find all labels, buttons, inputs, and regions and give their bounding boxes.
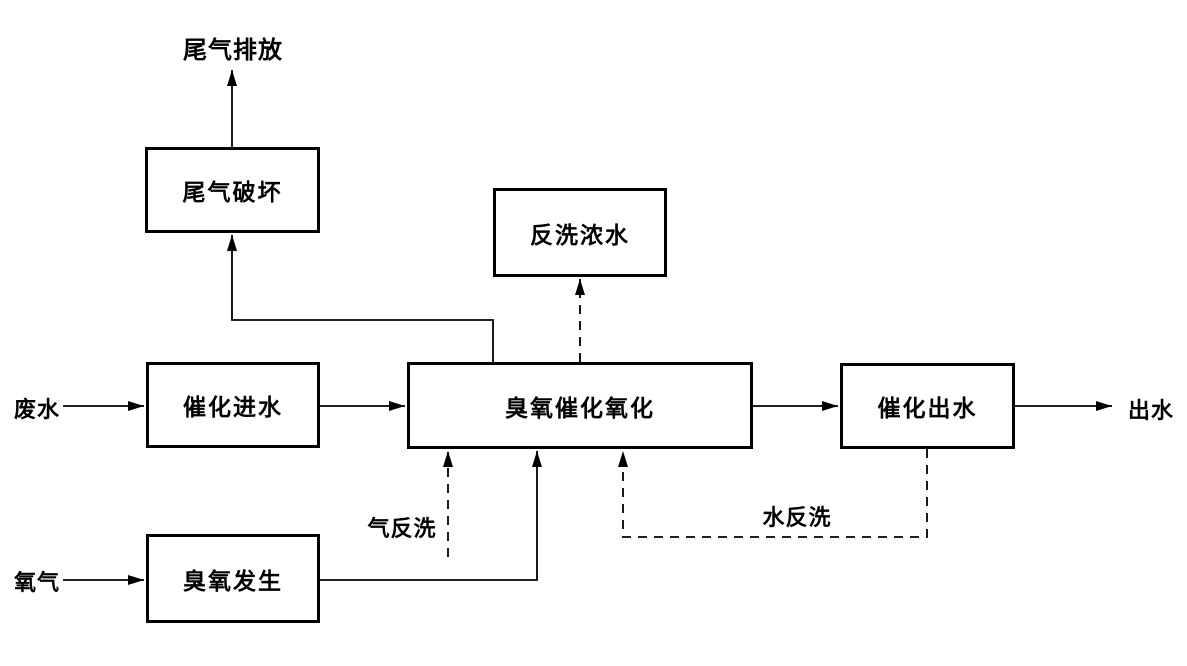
edge-oxidation-to-tailgas-destruction	[227, 235, 494, 362]
label-effluent: 出水	[1127, 398, 1174, 423]
label-tail-gas-discharge: 尾气排放	[183, 37, 283, 64]
node-tail-gas-destruction: 尾气破坏	[145, 147, 320, 233]
edge-ozone-generation-to-oxidation	[320, 451, 542, 581]
node-ozone-generation-label: 臭氧发生	[183, 567, 283, 594]
label-oxygen: 氧气	[13, 570, 60, 595]
node-ozone-catalytic-oxidation: 臭氧催化氧化	[407, 362, 753, 449]
label-water-backwash: 水反洗	[762, 505, 832, 530]
edge-water-backwash-outlet-to-oxidation	[618, 449, 928, 538]
label-wastewater: 废水	[13, 397, 60, 422]
node-catalytic-outlet: 催化出水	[840, 363, 1015, 449]
node-catalytic-outlet-label: 催化出水	[877, 395, 978, 421]
node-ozone-catalytic-oxidation-label: 臭氧催化氧化	[505, 394, 655, 421]
node-tail-gas-destruction-label: 尾气破坏	[182, 179, 283, 205]
node-backwash-concentrate-label: 反洗浓水	[530, 221, 630, 248]
node-catalytic-inlet: 催化进水	[146, 362, 320, 448]
node-backwash-concentrate: 反洗浓水	[493, 188, 667, 277]
node-catalytic-inlet-label: 催化进水	[183, 394, 283, 420]
label-gas-backwash: 气反洗	[367, 516, 437, 541]
node-ozone-generation: 臭氧发生	[146, 534, 320, 623]
